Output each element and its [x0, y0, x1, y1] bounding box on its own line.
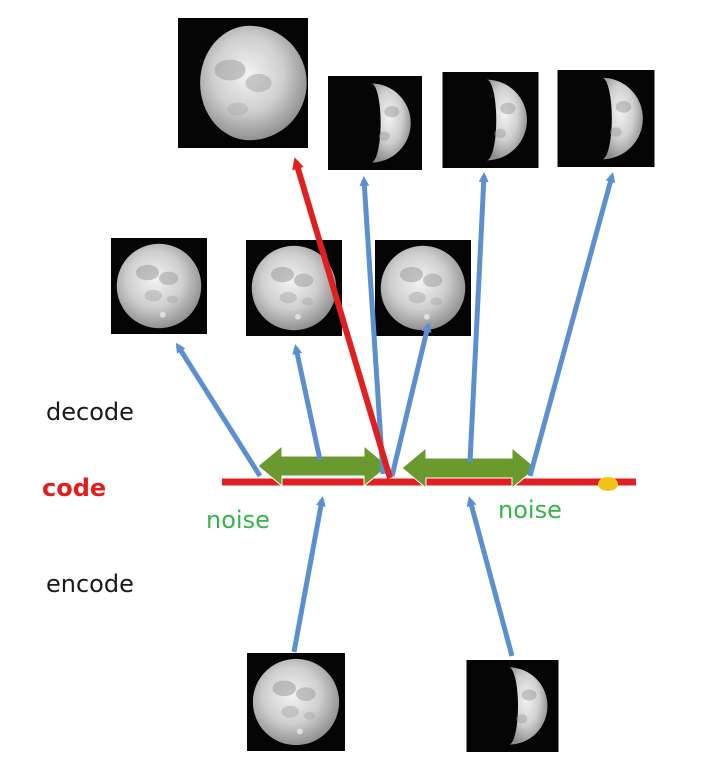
noise-label-left: noise	[206, 506, 270, 534]
mid-full-moon-image-3	[375, 240, 471, 336]
decode-label: decode	[46, 398, 134, 426]
top-half-moon-image-2	[443, 72, 539, 168]
encode-arrow-left	[294, 500, 322, 652]
input-half-moon-image	[467, 660, 559, 752]
decode-arrow-to-top-half-2	[470, 176, 484, 462]
decode-arrow-to-mid-2	[296, 348, 320, 460]
top-half-moon-image-1	[328, 76, 422, 170]
encode-label: encode	[46, 570, 134, 598]
code-marker	[598, 477, 618, 491]
mid-full-moon-image-2	[246, 240, 342, 336]
input-full-moon-image	[247, 653, 345, 751]
mid-full-moon-image-1	[111, 238, 207, 334]
top-half-moon-image-3	[558, 70, 655, 167]
code-label: code	[42, 474, 106, 502]
decode-arrow-to-top-half-3	[530, 176, 612, 476]
noise-label-right: noise	[498, 496, 562, 524]
top-gibbous-moon-image	[178, 18, 308, 148]
decode-arrow-to-mid-1	[178, 346, 260, 476]
